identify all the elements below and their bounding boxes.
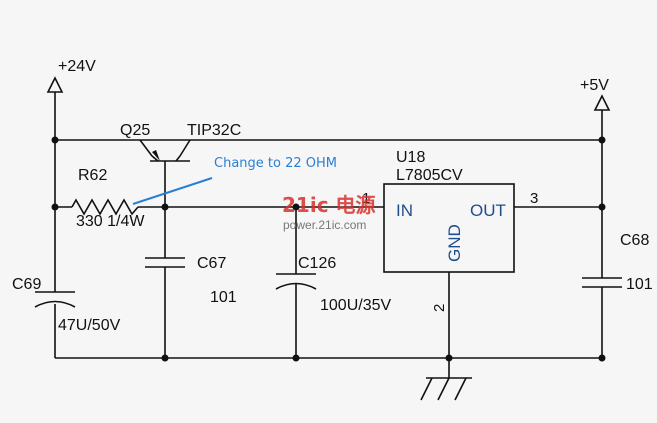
regulator-out-label: OUT [470,201,506,220]
resistor-ref-label: R62 [78,167,107,184]
capacitor-c126-symbol [275,273,317,290]
supply-24v-label: +24V [58,58,96,75]
c67-value-label: 101 [210,289,237,306]
c68-ref-label: C68 [620,232,649,249]
regulator-gnd-label: GND [445,224,464,262]
c126-ref-label: C126 [298,255,336,272]
ground-icon [420,358,472,401]
supply-24v-arrow-icon [46,76,64,140]
capacitor-c68-symbol [582,277,622,288]
junction-dots [51,136,606,362]
regulator-pin1-number: 1 [362,190,370,207]
watermark-site: power.21ic.com [283,218,366,232]
supply-5v-label: +5V [580,77,609,94]
capacitor-c69-symbol [34,291,76,308]
transistor-ref-label: Q25 [120,122,150,139]
c69-value-label: 47U/50V [58,317,121,334]
regulator-in-label: IN [396,201,413,220]
regulator-part-label: L7805CV [396,167,463,184]
transistor-q25-symbol [139,139,191,207]
c68-value-label: 101 [626,276,653,293]
watermark-logo: 21ic 电源 [282,193,376,217]
resistor-r62-symbol [71,198,139,216]
regulator-pin2-number: 2 [431,304,448,312]
capacitor-c67-symbol [145,257,185,268]
c67-ref-label: C67 [197,255,226,272]
supply-5v-arrow-icon [593,94,611,140]
regulator-ref-label: U18 [396,149,425,166]
regulator-pin3-number: 3 [530,190,538,207]
c69-ref-label: C69 [12,276,41,293]
c126-value-label: 100U/35V [320,297,391,314]
annotation-text: Change to 22 OHM [214,156,337,171]
resistor-value-label: 330 1/4W [76,213,145,230]
annotation-pointer-line [132,177,213,205]
transistor-part-label: TIP32C [187,122,241,139]
